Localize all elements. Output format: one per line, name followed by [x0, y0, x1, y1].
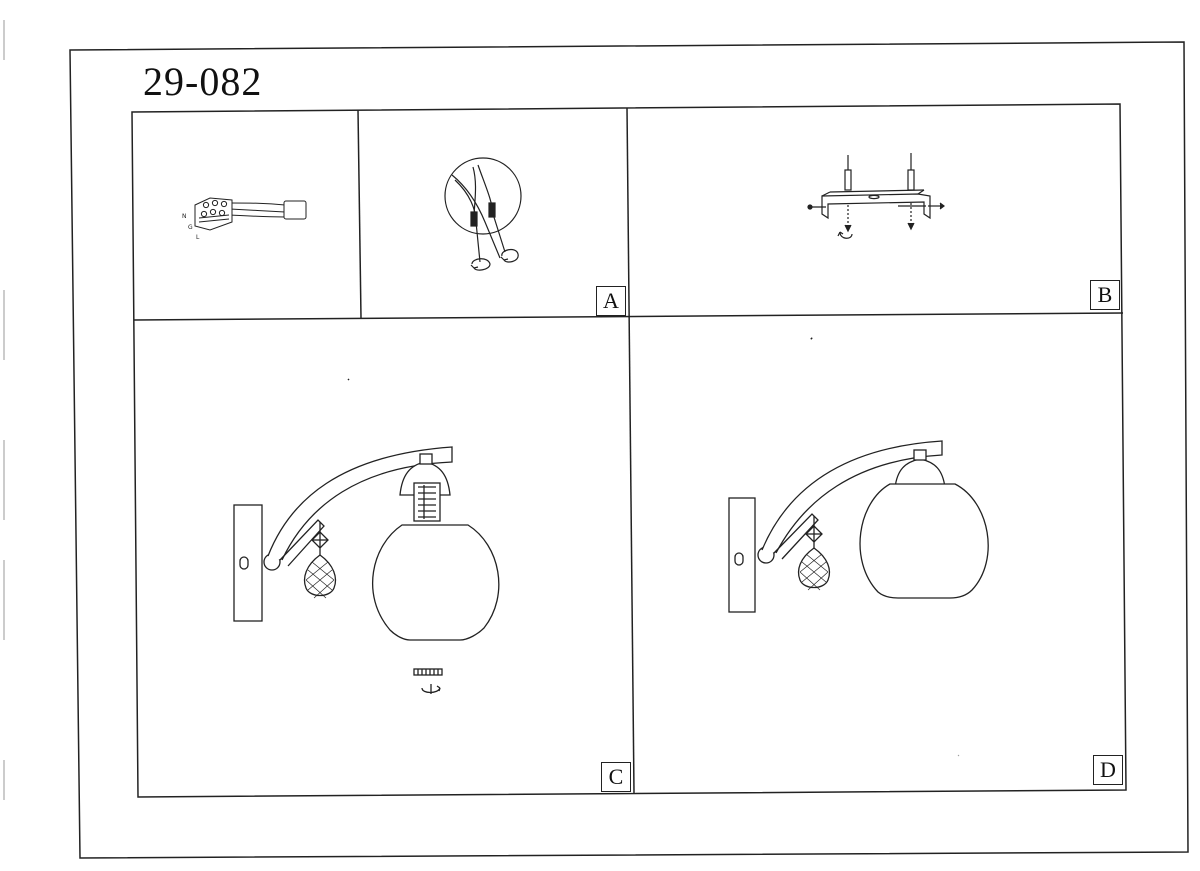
- stray-dot: [810, 337, 813, 340]
- terminal-letter-l: L: [196, 234, 200, 241]
- rotate-arrow-icon: [421, 684, 441, 694]
- side-screw-icon: [928, 202, 945, 210]
- terminal-letter-n: N: [182, 213, 187, 220]
- glass-shade: [859, 483, 989, 599]
- twist-arrow-icon: [470, 258, 491, 271]
- outer-frame: [69, 41, 1189, 859]
- grid-divider-center: [626, 107, 635, 794]
- retaining-ring: [413, 668, 443, 676]
- lamp-assembled: [728, 440, 989, 613]
- screw-icon: [907, 153, 915, 191]
- panel-label-d: D: [1093, 755, 1123, 785]
- terminal-letter-g: G: [188, 224, 193, 231]
- product-code: 29-082: [143, 59, 263, 104]
- detail-circle: [444, 157, 522, 235]
- mounting-bracket-diagram: [807, 153, 945, 239]
- panel-label-c: C: [601, 762, 631, 792]
- lamp-socket: [413, 482, 441, 522]
- lamp-assembly-exploded: [233, 446, 500, 694]
- screw-icon: [907, 203, 915, 231]
- terminal-block: [194, 197, 233, 231]
- rotate-arrow-icon: [837, 231, 853, 239]
- panel-label-a: A: [596, 286, 626, 316]
- wall-plate: [233, 504, 263, 622]
- panel-label-b: B: [1090, 280, 1120, 310]
- inner-frame: [131, 103, 1127, 798]
- crystal-pendant: [303, 522, 337, 599]
- wire-connection-detail: [444, 157, 522, 271]
- side-screw-icon: [807, 204, 826, 210]
- stray-dot: [957, 754, 960, 757]
- lamp-arm: [267, 446, 453, 561]
- screw-icon: [844, 155, 852, 191]
- grid-divider-top-left: [357, 109, 362, 319]
- glass-shade: [371, 524, 500, 641]
- twist-arrow-icon: [500, 248, 519, 263]
- screw-icon: [844, 205, 852, 233]
- terminal-block-diagram: N G L: [182, 197, 307, 241]
- stray-dot: [347, 378, 350, 381]
- crystal-pendant: [797, 516, 831, 591]
